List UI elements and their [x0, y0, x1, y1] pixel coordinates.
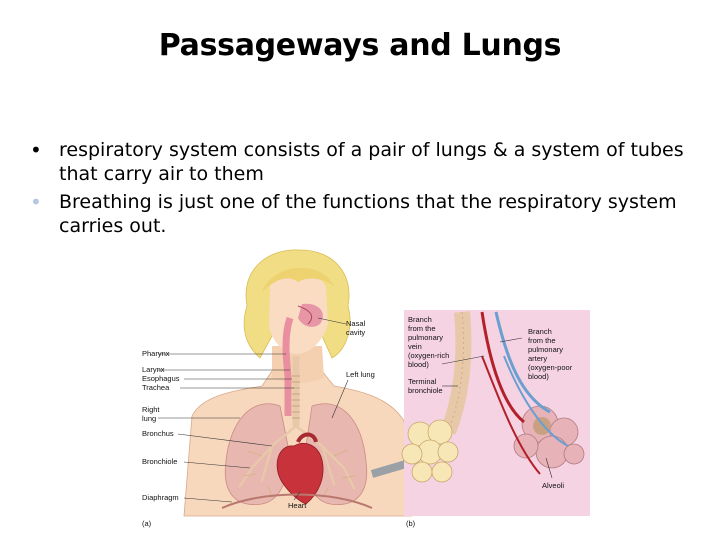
alveoli-illustration	[401, 310, 590, 516]
label-nasal-cavity: Nasal	[346, 319, 366, 328]
label-branch-artery: (oxygen-poor	[528, 363, 573, 372]
label-branch-vein: Branch	[408, 315, 432, 324]
label-esophagus: Esophagus	[142, 374, 180, 383]
label-left-lung: Left lung	[346, 370, 375, 379]
label-right-lung: Right	[142, 405, 160, 414]
label-larynx: Larynx	[142, 365, 165, 374]
bullet-item: • Breathing is just one of the functions…	[30, 190, 700, 238]
label-branch-vein: vein	[408, 342, 422, 351]
bullet-list: • respiratory system consists of a pair …	[30, 138, 700, 242]
label-trachea: Trachea	[142, 383, 170, 392]
label-terminal-bronchiole: Terminal	[408, 377, 437, 386]
magnify-arrow	[370, 460, 408, 478]
bullet-text: respiratory system consists of a pair of…	[59, 139, 684, 185]
label-branch-artery: from the	[528, 336, 556, 345]
label-branch-artery: Branch	[528, 327, 552, 336]
label-nasal-cavity: cavity	[346, 328, 365, 337]
label-bronchus: Bronchus	[142, 429, 174, 438]
panel-b-tag: (b)	[406, 519, 416, 528]
slide-title: Passageways and Lungs	[158, 28, 562, 63]
label-branch-artery: pulmonary	[528, 345, 563, 354]
torso-illustration	[158, 249, 413, 517]
label-terminal-bronchiole: bronchiole	[408, 386, 443, 395]
bullet-text: Breathing is just one of the functions t…	[59, 191, 677, 237]
label-branch-vein: pulmonary	[408, 333, 443, 342]
respiratory-figure: Nasal cavity Pharynx Larynx Esophagus Tr…	[122, 246, 592, 534]
label-branch-artery: blood)	[528, 372, 549, 381]
label-heart: Heart	[288, 501, 307, 510]
label-diaphragm: Diaphragm	[142, 493, 179, 502]
label-branch-vein: (oxygen-rich	[408, 351, 449, 360]
label-branch-vein: blood)	[408, 360, 429, 369]
label-alveoli: Alveoli	[542, 481, 564, 490]
bullet-marker: •	[30, 138, 42, 162]
panel-a-tag: (a)	[142, 519, 152, 528]
label-branch-artery: artery	[528, 354, 547, 363]
bullet-marker: •	[30, 190, 42, 214]
label-branch-vein: from the	[408, 324, 436, 333]
bullet-item: • respiratory system consists of a pair …	[30, 138, 700, 186]
label-bronchiole: Bronchiole	[142, 457, 177, 466]
label-right-lung: lung	[142, 414, 156, 423]
respiratory-illustration: Nasal cavity Pharynx Larynx Esophagus Tr…	[142, 249, 590, 528]
label-pharynx: Pharynx	[142, 349, 170, 358]
